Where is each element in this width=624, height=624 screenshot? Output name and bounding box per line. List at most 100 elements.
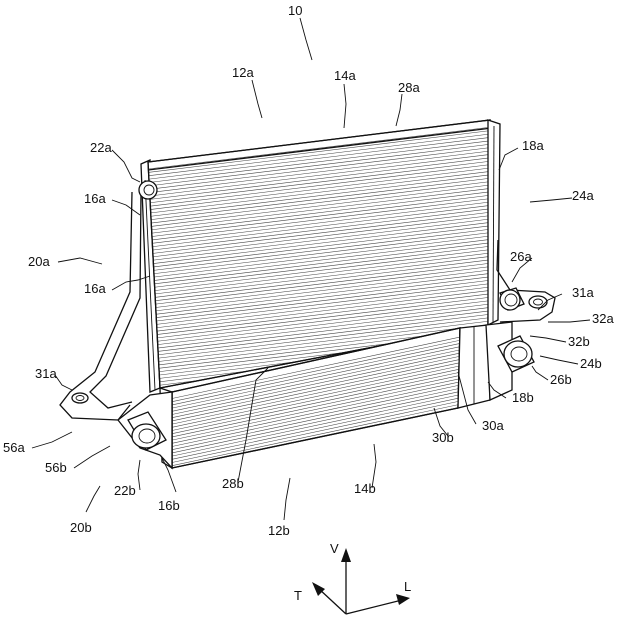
label-30b: 30b [432,430,454,445]
lower-fin-line [172,386,460,452]
label-22a: 22a [90,140,112,155]
label-12b: 12b [268,523,290,538]
core-fin-line [148,217,490,263]
label-16a-top: 16a [84,191,106,206]
core-fin-line [148,220,490,266]
label-10: 10 [288,3,302,18]
core-fin-line [148,214,490,259]
label-16b: 16b [158,498,180,513]
core-fin-line [148,258,490,303]
label-26b: 26b [550,372,572,387]
core-fin-line [148,295,490,341]
label-28a: 28a [398,80,420,95]
core-fin-line [148,135,490,181]
core-fin-line [148,210,490,256]
label-18a: 18a [522,138,544,153]
axis-l-label: L [404,579,411,594]
core-fin-line [148,132,490,178]
lower-fin-line [172,364,460,430]
core-fin-line [148,268,490,314]
core-fin-line [148,292,490,337]
label-18b: 18b [512,390,534,405]
core-fin-line [148,305,490,351]
outlet-pipe-26a [499,287,525,311]
core-fin-line [148,309,490,354]
core-fin-line [148,244,490,290]
label-32a: 32a [592,311,614,326]
core-fin-line [148,234,490,280]
core-fin-line [148,282,490,327]
lower-fin-line [172,377,460,442]
label-30a: 30a [482,418,504,433]
lower-fin-line [172,370,460,436]
left-mounting-bracket [59,191,142,421]
core-fin-line [148,248,490,293]
core-fin-line [148,163,490,208]
core-fin-line [148,173,490,218]
core-fin-line [148,125,490,171]
lower-fin-line [172,402,460,468]
lower-fin-line [172,342,460,407]
label-26a: 26a [510,249,532,264]
core-fin-line [148,322,490,368]
label-24a: 24a [572,188,594,203]
right-mounting-bracket [496,239,556,323]
leader-lines [31,17,591,521]
label-56a: 56a [3,440,25,455]
core-fin-line [148,319,490,365]
lower-left-header [117,391,173,470]
t-arrow-head [312,582,325,596]
core-fin-line [148,180,490,225]
core-fin-line [148,169,490,215]
core-fin-line [148,285,490,331]
label-12a: 12a [232,65,254,80]
core-fin-line [148,203,490,249]
core-fin-line [148,271,490,317]
l-arrow-head [396,594,410,605]
lower-fin-line [172,351,460,417]
core-fin-line [148,193,490,239]
label-14b: 14b [354,481,376,496]
core-fin-line [148,186,490,232]
lower-fin-line [172,393,460,458]
label-28b: 28b [222,476,244,491]
lower-fin-line [172,380,460,446]
lower-fin-line [172,358,460,423]
core-fin-line [148,302,490,348]
inlet-pipe-22a [138,180,158,200]
orientation-axes: V L T [294,541,411,615]
lower-fin-line [172,399,460,465]
core-fin-line [148,237,490,283]
label-22b: 22b [114,483,136,498]
label-24b: 24b [580,356,602,371]
reference-labels: 10 12a 14a 28a 18a 22a 16a 24a 20a 16a 2… [3,3,614,538]
lower-fin-line [172,374,460,439]
label-20b: 20b [70,520,92,535]
core-fin-line [148,149,490,195]
core-fin-line [148,200,490,246]
core-fin-line [148,197,490,242]
lower-fin-line [172,354,460,420]
lower-right-header [485,321,535,401]
core-fin-line [148,207,490,252]
lower-fin-line [172,348,460,414]
lower-fin-line [172,367,460,433]
axis-v-label: V [330,541,339,556]
lower-fin-line [172,345,460,410]
core-fin-line [148,316,490,361]
core-fin-line [148,152,490,198]
core-fin-line [148,241,490,286]
core-fin-line [148,156,490,201]
core-fin-line [148,224,490,269]
core-fin-line [148,278,490,324]
core-fin-line [148,129,490,174]
core-fin-line [148,251,490,297]
label-20a: 20a [28,254,50,269]
label-56b: 56b [45,460,67,475]
lower-fin-line [172,361,460,426]
core-fin-line [148,190,490,235]
core-fin-line [148,142,490,188]
lower-fin-line [172,390,460,455]
core-fin-line [148,312,490,358]
